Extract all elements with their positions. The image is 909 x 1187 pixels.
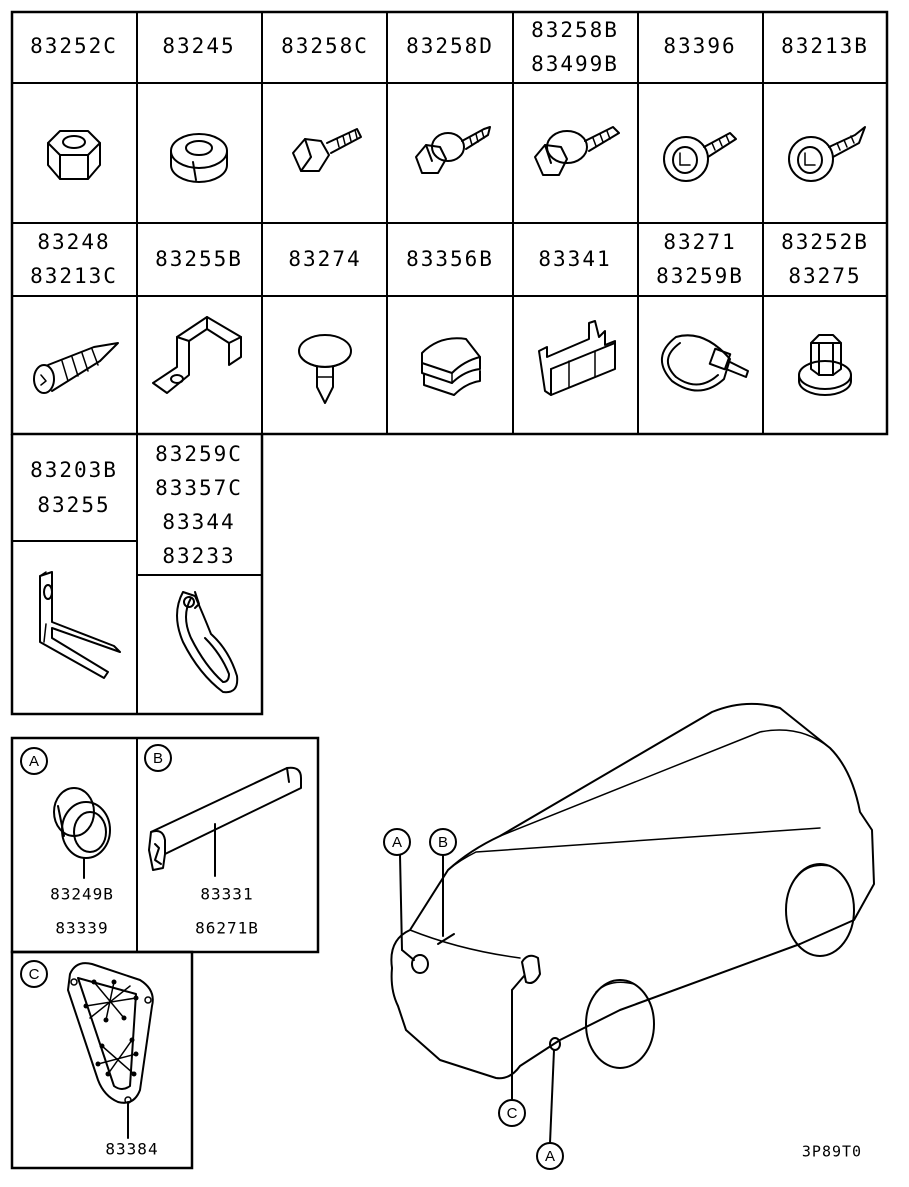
part-number: 83356B	[406, 247, 494, 271]
pointer-a-upper: A	[383, 828, 415, 961]
part-number: 83252C	[30, 34, 118, 58]
part-number: 83396	[663, 34, 736, 58]
grid-cell-83213B: 83213B	[781, 34, 869, 58]
part-number: 83258C	[281, 34, 369, 58]
bolt-icon	[292, 128, 362, 172]
part-number: 83384	[105, 1140, 158, 1159]
harness-clip-icon	[538, 320, 616, 396]
grid-cell-83258C: 83258C	[281, 34, 369, 58]
washer-icon	[170, 133, 228, 183]
loop-clamp-icon	[176, 591, 239, 694]
part-number: 83339	[55, 919, 108, 938]
pointer-tag: B	[438, 834, 448, 851]
part-number: 83258B	[531, 18, 619, 42]
grommet-icon	[53, 787, 111, 879]
callout-c: C	[20, 960, 158, 1159]
flange-nut-icon	[798, 334, 852, 396]
part-number: 83341	[538, 247, 611, 271]
grid-cell-83248: 83248 83213C	[30, 230, 118, 288]
part-number: 83357C	[155, 476, 243, 500]
part-number: 83258D	[406, 34, 494, 58]
lower-cells: 83203B 83255 83259C 83357C 83344 83233	[10, 433, 264, 716]
band-tie-icon	[661, 334, 749, 392]
push-clip-icon	[298, 334, 352, 404]
callout-boxes: A 83249B 83339 B 83331 86271B	[10, 736, 320, 1170]
grid-lines	[10, 10, 889, 436]
grid-cell-83259C: 83259C 83357C 83344 83233	[155, 442, 243, 568]
callout-a: A 83249B 83339	[20, 747, 114, 938]
grid-cell-83396: 83396	[663, 34, 736, 58]
pointer-tag: A	[545, 1148, 555, 1165]
part-number: 83275	[788, 264, 861, 288]
callout-tag: C	[29, 966, 40, 983]
edge-trim-icon	[148, 766, 302, 877]
grid-cell-83274: 83274	[288, 247, 361, 271]
callout-tag: A	[29, 753, 39, 770]
van-outline-icon	[390, 702, 875, 1080]
bracket-icon	[152, 316, 242, 394]
tapping-screw-icon	[33, 342, 119, 394]
flange-bolt-icon	[415, 126, 491, 174]
part-number: 83255	[37, 493, 110, 517]
diagram-code: 3P89T0	[802, 1143, 862, 1161]
vehicle-pointers: A B C A	[383, 828, 564, 1170]
part-number: 83249B	[50, 885, 114, 904]
grid-cell-83258D: 83258D	[406, 34, 494, 58]
cable-star	[83, 979, 139, 1077]
grid-cell-83341: 83341	[538, 247, 611, 271]
harness-grommet-icon	[67, 962, 154, 1139]
grid-cell-83252C: 83252C	[30, 34, 118, 58]
pointer-tag: A	[392, 834, 402, 851]
washer-screw-icon	[663, 132, 737, 182]
grid-cell-83203B: 83203B 83255	[30, 458, 118, 517]
grid-cell-83245: 83245	[162, 34, 235, 58]
part-number: 83274	[288, 247, 361, 271]
part-number: 86271B	[195, 919, 259, 938]
fork-bracket-icon	[39, 571, 121, 679]
grid-cell-83356B: 83356B	[406, 247, 494, 271]
part-number: 83259B	[656, 264, 744, 288]
washer-screw-icon	[788, 126, 866, 182]
pointer-b: B	[429, 828, 457, 937]
part-number: 83499B	[531, 52, 619, 76]
part-number: 83344	[162, 510, 235, 534]
nut-icon	[47, 130, 101, 180]
pointer-tag: C	[507, 1105, 518, 1122]
grid-cell-83252B: 83252B 83275	[781, 230, 869, 288]
callout-tag: B	[153, 750, 163, 767]
part-number: 83259C	[155, 442, 243, 466]
part-number: 83213C	[30, 264, 118, 288]
grid-cell-83258B: 83258B 83499B	[531, 18, 619, 76]
callout-b: B 83331 86271B	[144, 744, 302, 938]
part-number: 83213B	[781, 34, 869, 58]
part-number: 83245	[162, 34, 235, 58]
parts-grid: 83252C 83245 83258C 83258D 83258B 83499B…	[10, 10, 889, 436]
part-number: 83203B	[30, 458, 118, 482]
part-number: 83248	[37, 230, 110, 254]
pointer-c: C	[498, 975, 526, 1127]
pointer-a-lower: A	[536, 1049, 564, 1170]
part-number: 83252B	[781, 230, 869, 254]
spring-clip-icon	[421, 337, 481, 396]
grid-cell-83271: 83271 83259B	[656, 230, 744, 288]
part-number: 83233	[162, 544, 235, 568]
flange-bolt-icon	[534, 126, 620, 176]
part-number: 83331	[200, 885, 253, 904]
part-number: 83255B	[155, 247, 243, 271]
part-number: 83271	[663, 230, 736, 254]
grid-cell-83255B: 83255B	[155, 247, 243, 271]
